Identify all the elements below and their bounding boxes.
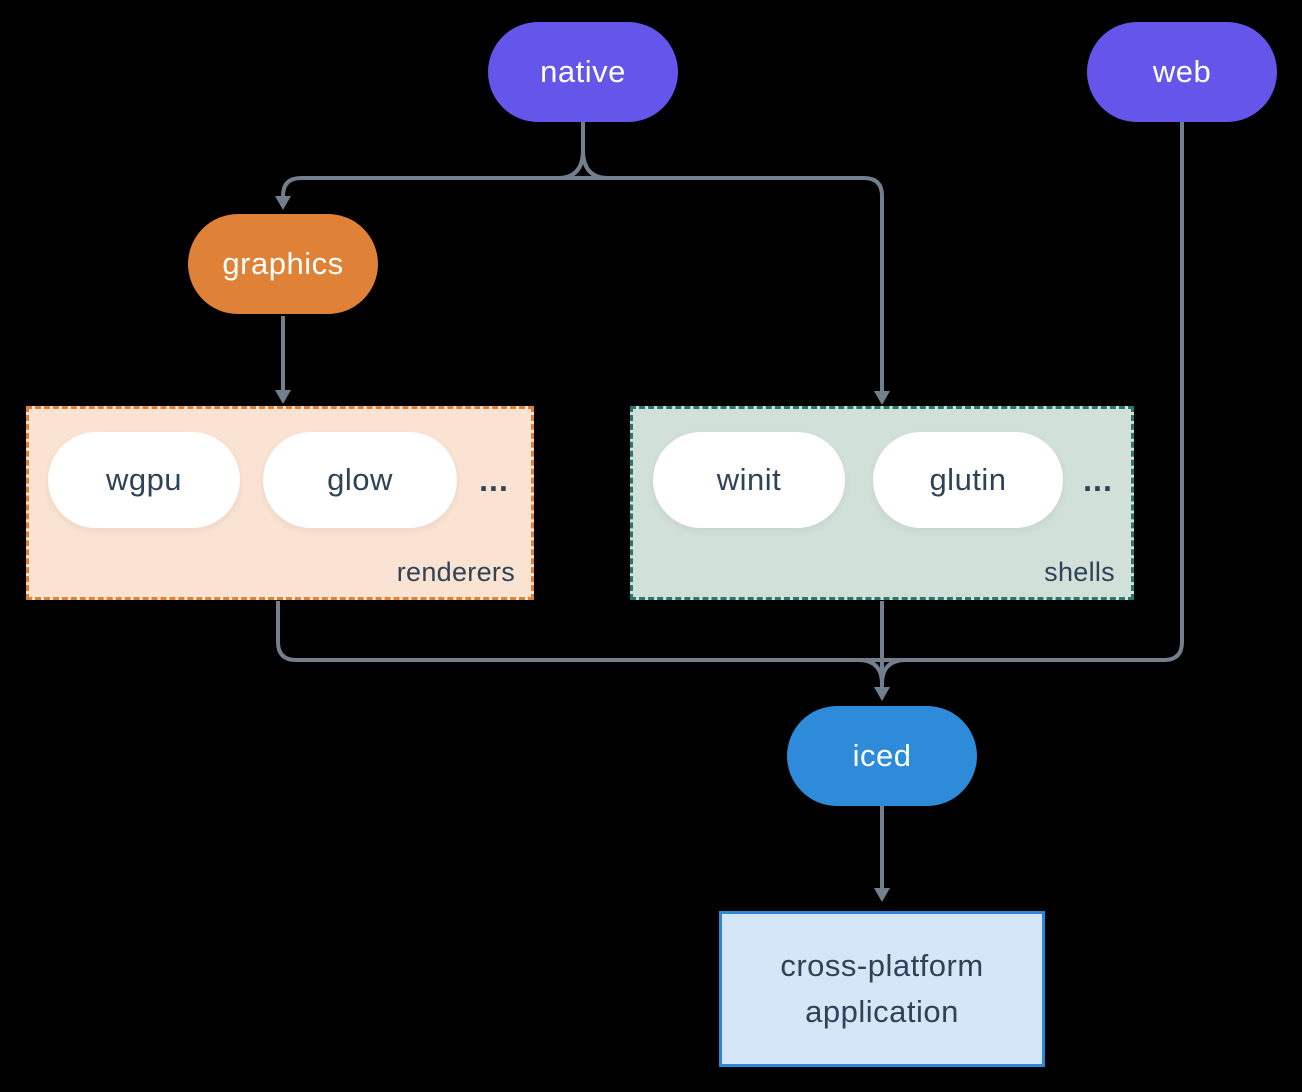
- node-wgpu-label: wgpu: [105, 462, 183, 497]
- group-shells-label: shells: [1044, 557, 1115, 587]
- edge-native-flare-left: [557, 149, 585, 180]
- node-winit: winit: [653, 432, 845, 528]
- node-glow: glow: [263, 432, 457, 528]
- node-native-label: native: [540, 54, 626, 89]
- node-native: native: [488, 22, 678, 122]
- shells-ellipsis: ...: [1083, 461, 1113, 498]
- node-winit-label: winit: [716, 462, 782, 497]
- group-shells: winit glutin ... shells: [630, 406, 1134, 600]
- node-application: cross-platform application: [719, 911, 1045, 1067]
- node-wgpu: wgpu: [48, 432, 240, 528]
- edge-native-flare-right: [581, 149, 609, 180]
- node-glow-label: glow: [327, 462, 393, 497]
- renderers-ellipsis: ...: [479, 461, 509, 498]
- arrowhead-to-graphics: [275, 196, 291, 210]
- node-glutin: glutin: [873, 432, 1063, 528]
- node-iced: iced: [787, 706, 977, 806]
- node-application-line2: application: [805, 994, 959, 1029]
- group-renderers: wgpu glow ... renderers: [26, 406, 534, 600]
- node-web: web: [1087, 22, 1277, 122]
- node-iced-label: iced: [852, 738, 912, 773]
- arrowhead-to-shells: [874, 391, 890, 405]
- node-graphics: graphics: [188, 214, 378, 314]
- node-graphics-label: graphics: [222, 246, 344, 281]
- edge-merge-rail: [276, 122, 1184, 662]
- arrowhead-to-renderers: [275, 390, 291, 404]
- edge-split-rail: [281, 176, 884, 392]
- arrowhead-to-iced: [874, 687, 890, 701]
- node-web-label: web: [1152, 54, 1212, 89]
- arrowhead-to-application: [874, 888, 890, 902]
- node-glutin-label: glutin: [929, 462, 1007, 497]
- edge-merge-flare-right: [880, 658, 907, 685]
- group-renderers-label: renderers: [396, 557, 515, 587]
- node-application-line1: cross-platform: [780, 948, 984, 983]
- edge-merge-flare-left: [857, 658, 884, 685]
